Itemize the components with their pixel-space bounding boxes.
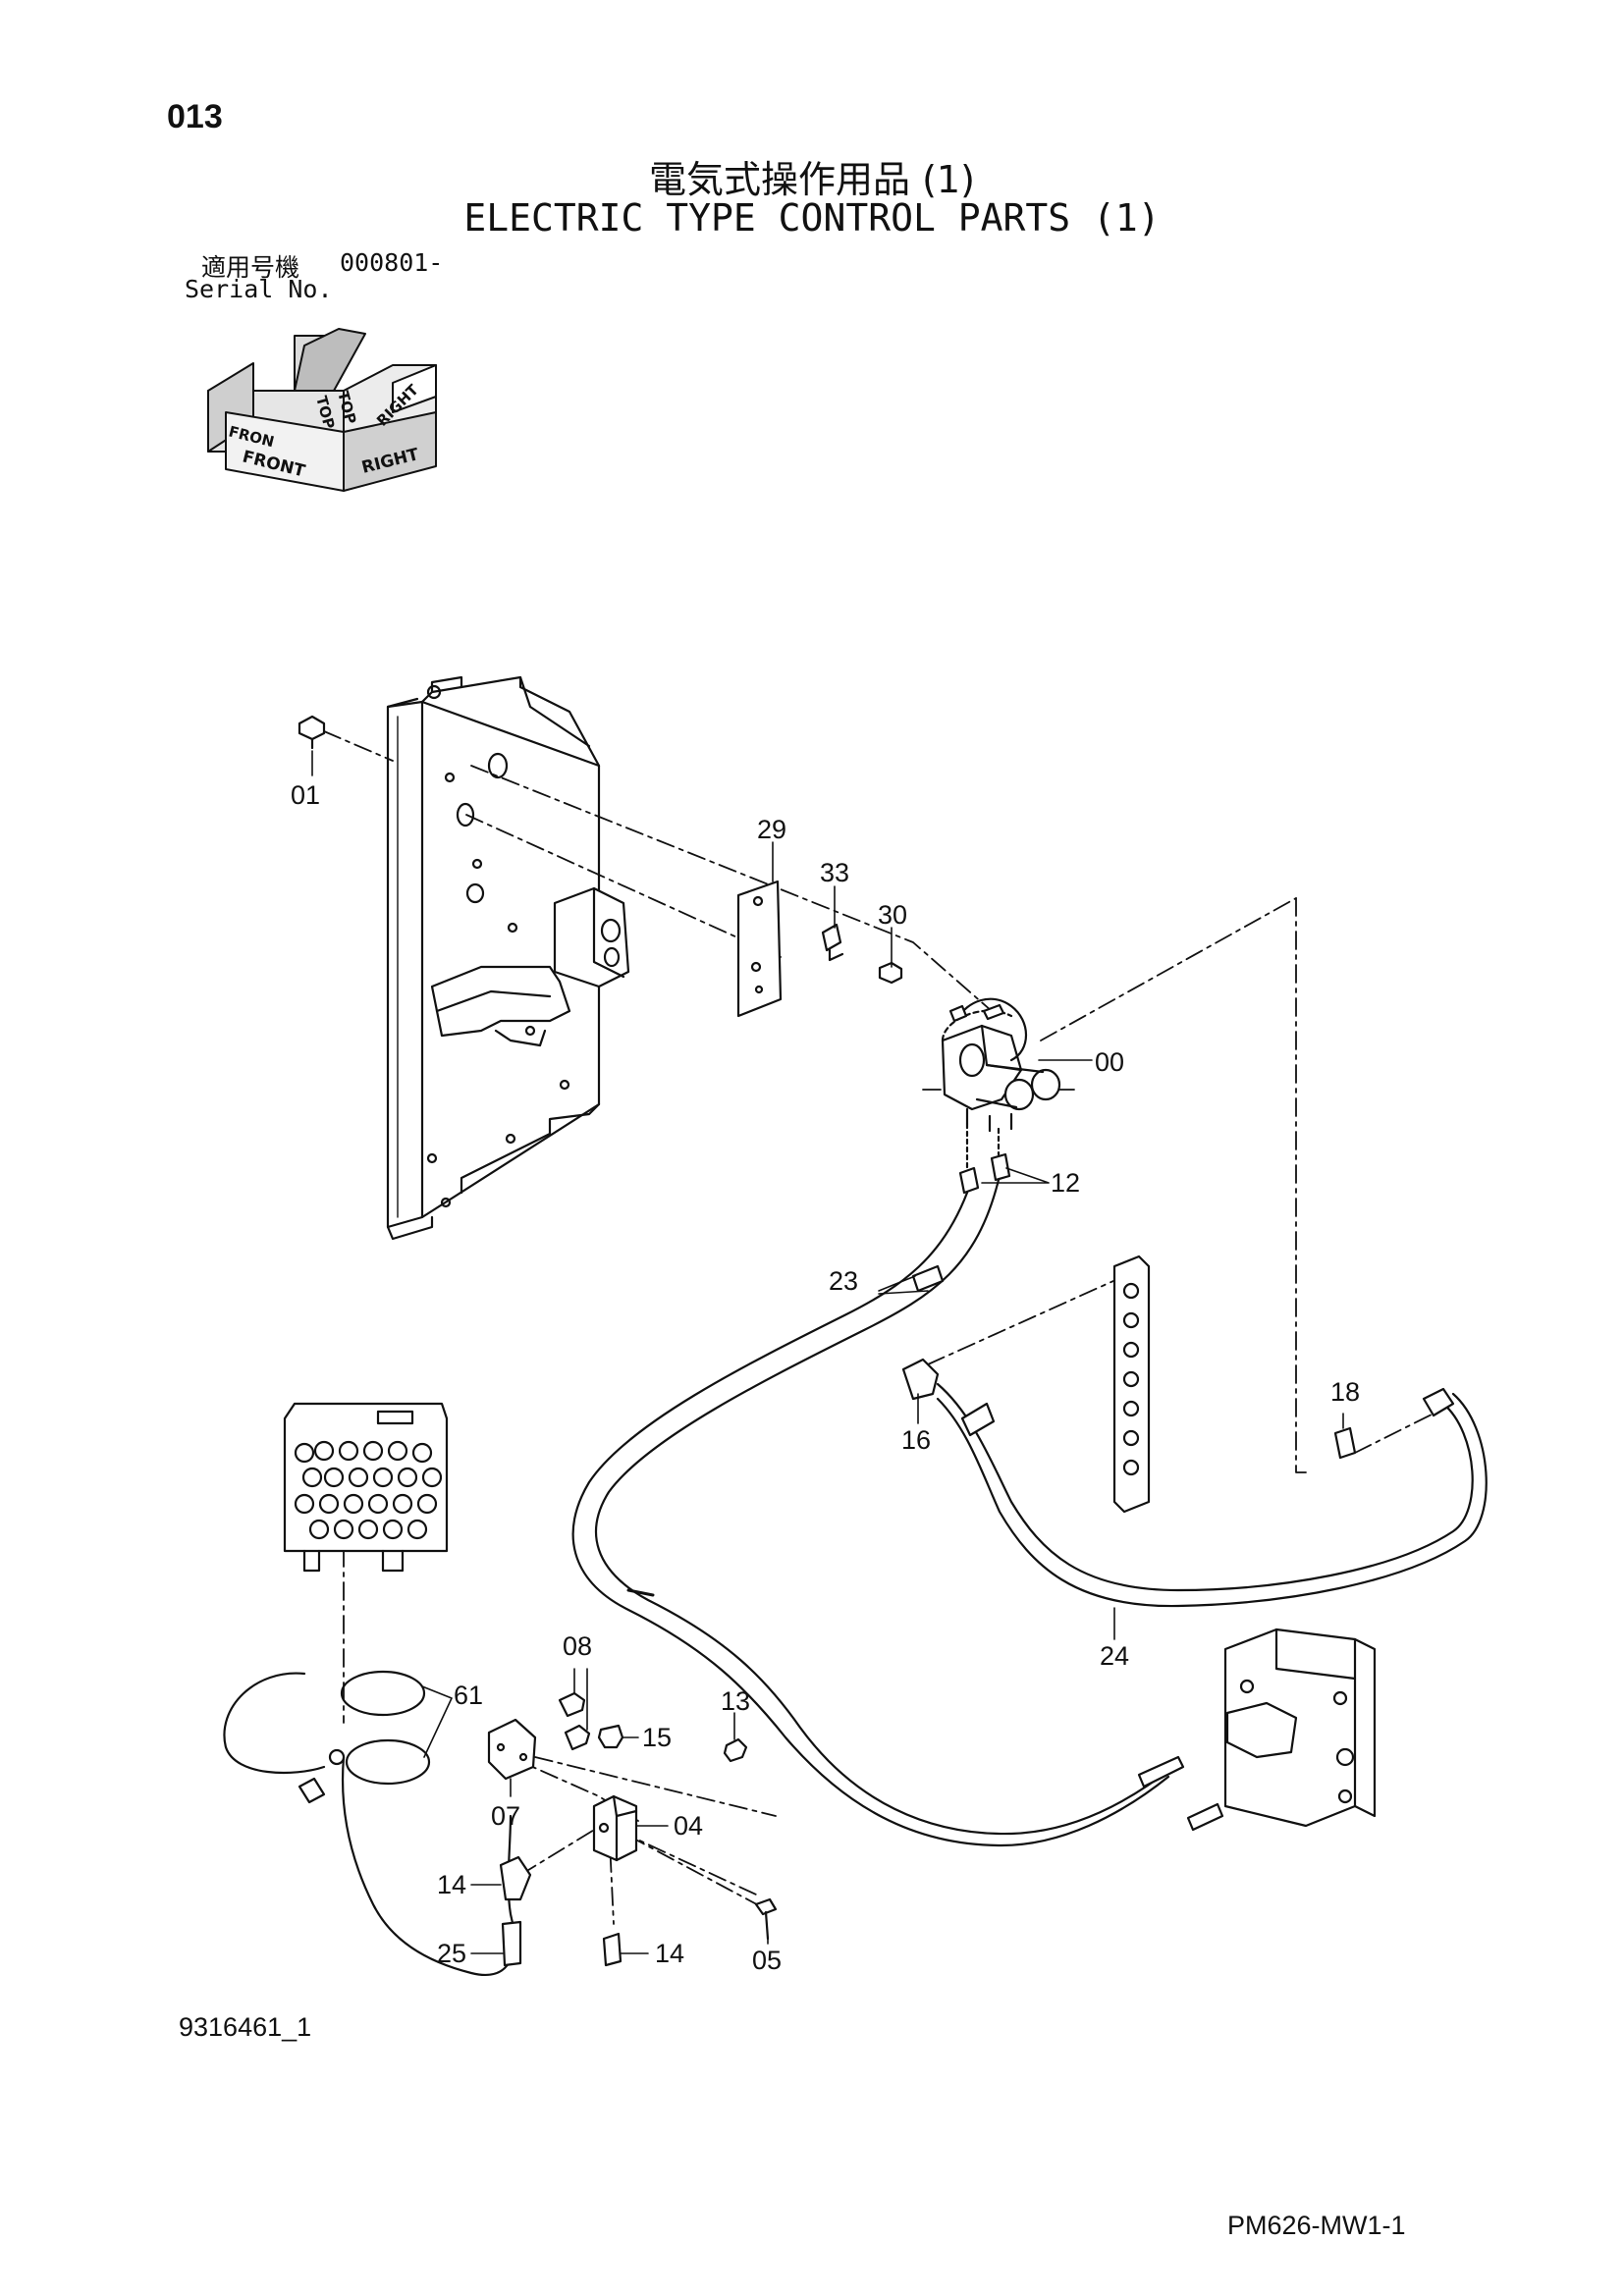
page-title-jp: 電気式操作用品 (1) xyxy=(649,158,975,201)
bolts-08 xyxy=(558,1691,591,1751)
callout-29: 29 xyxy=(757,815,787,844)
bolt-30 xyxy=(878,961,903,985)
fitting-14-lower xyxy=(602,1932,623,1967)
serial-label-jp: 適用号機 xyxy=(201,253,300,282)
elbow-16 xyxy=(901,1358,940,1401)
callout-05: 05 xyxy=(752,1946,783,1975)
fittings-12 xyxy=(958,1122,1011,1195)
figure-id: 9316461_1 xyxy=(179,2012,312,2042)
block-04 xyxy=(592,1794,638,1862)
clip-33 xyxy=(821,923,844,962)
fitting-13 xyxy=(723,1737,748,1763)
callout-16: 16 xyxy=(901,1425,932,1455)
plate-07 xyxy=(487,1718,537,1781)
callout-23: 23 xyxy=(829,1266,859,1296)
callout-15: 15 xyxy=(642,1723,673,1752)
callout-08: 08 xyxy=(563,1631,593,1661)
mounting-bracket xyxy=(386,675,630,1241)
pilot-control-valve xyxy=(283,1402,449,1573)
callout-13: 13 xyxy=(721,1686,751,1716)
callout-12: 12 xyxy=(1051,1168,1081,1198)
elbow-14-upper xyxy=(499,1855,532,1901)
bolt-01 xyxy=(298,715,326,750)
serial-label-en: Serial No. xyxy=(185,275,333,303)
callout-07: 07 xyxy=(491,1801,521,1831)
callout-14-lower: 14 xyxy=(655,1939,685,1968)
valve-block-right xyxy=(1223,1628,1377,1828)
solenoid-valve-00 xyxy=(941,997,1061,1133)
harness-61 xyxy=(223,1670,515,1976)
callout-61: 61 xyxy=(454,1681,484,1710)
bolt-05 xyxy=(754,1897,778,1941)
callout-01: 01 xyxy=(291,780,321,810)
page-title-en: ELECTRIC TYPE CONTROL PARTS (1) xyxy=(463,196,1161,240)
callout-30: 30 xyxy=(878,900,908,930)
hose-23 xyxy=(571,1178,1224,1847)
orientation-symbol: FRONT FRON TOP TOP RIGHT RIGHT xyxy=(207,328,437,492)
callout-00: 00 xyxy=(1095,1047,1125,1077)
fitting-18 xyxy=(1333,1426,1357,1460)
leader-lines xyxy=(311,750,1344,1954)
hose-end-25 xyxy=(501,1920,522,1967)
manifold-rail xyxy=(1112,1255,1151,1514)
hose-24 xyxy=(936,1382,1488,1608)
page-code: PM626-MW1-1 xyxy=(1227,2211,1406,2240)
plug-15 xyxy=(597,1724,624,1749)
plate-29 xyxy=(736,880,783,1018)
callout-25: 25 xyxy=(437,1939,467,1968)
callout-33: 33 xyxy=(820,858,850,887)
callout-04: 04 xyxy=(674,1811,704,1841)
callout-14-upper: 14 xyxy=(437,1870,467,1899)
callout-18: 18 xyxy=(1330,1377,1361,1407)
serial-value: 000801- xyxy=(340,248,444,277)
callout-24: 24 xyxy=(1100,1641,1130,1671)
page-number: 013 xyxy=(167,98,223,135)
